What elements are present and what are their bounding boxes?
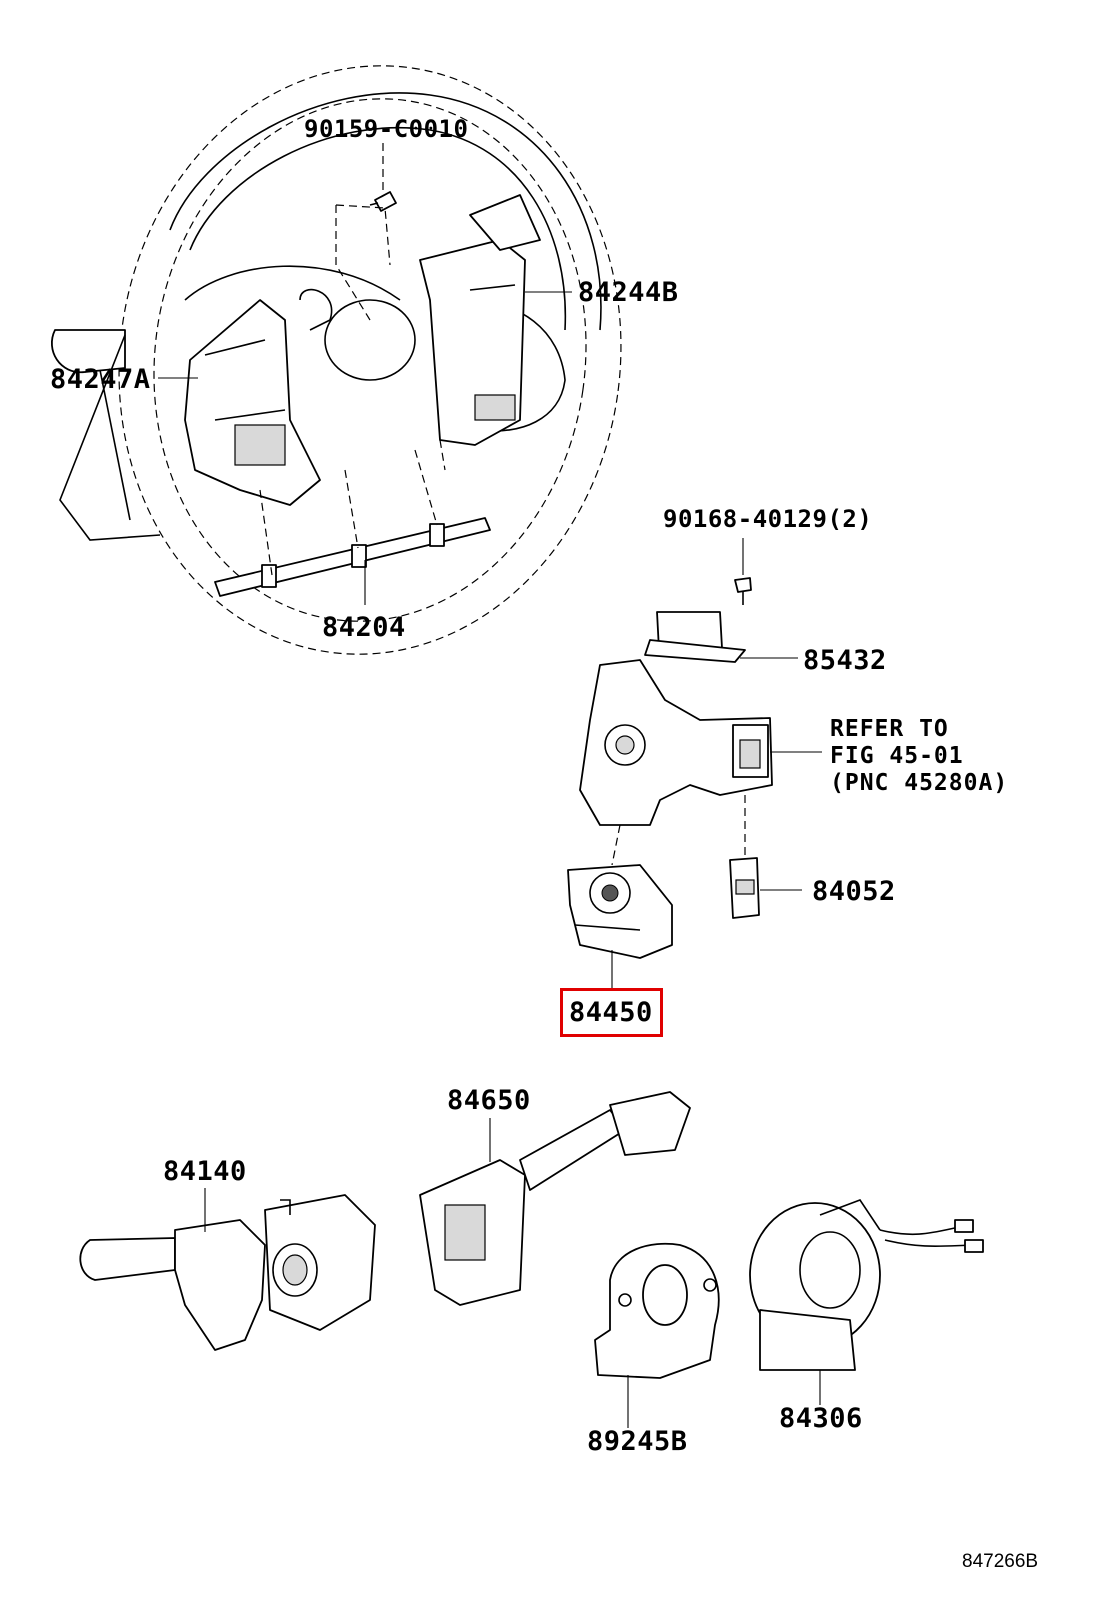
highlight-box-84450 [560,988,663,1037]
part-label-84052[interactable]: 84052 [812,876,896,907]
part-label-84306[interactable]: 84306 [779,1403,863,1434]
part-label-84650[interactable]: 84650 [447,1085,531,1116]
part-label-89245b[interactable]: 89245B [587,1426,688,1457]
part-label-84247a[interactable]: 84247A [50,364,151,395]
steering-wheel-illustration [50,65,622,655]
part-label-90168-40129[interactable]: 90168-40129(2) [663,505,873,533]
refer-note-line1: REFER TO [830,716,949,742]
refer-note-line2[interactable]: FIG 45-01 [830,743,964,769]
part-label-84140[interactable]: 84140 [163,1156,247,1187]
column-cluster-illustration [567,538,822,988]
refer-note-line3[interactable]: (PNC 45280A) [830,770,1009,796]
part-label-90159-c0010[interactable]: 90159-C0010 [304,115,469,143]
part-label-85432[interactable]: 85432 [803,645,887,676]
part-label-84204[interactable]: 84204 [322,612,406,643]
part-label-84244b[interactable]: 84244B [578,277,679,308]
combination-switches-illustration [79,1091,984,1428]
figure-id: 847266B [962,1551,1039,1572]
part-label-84450[interactable]: 84450 [569,997,653,1028]
